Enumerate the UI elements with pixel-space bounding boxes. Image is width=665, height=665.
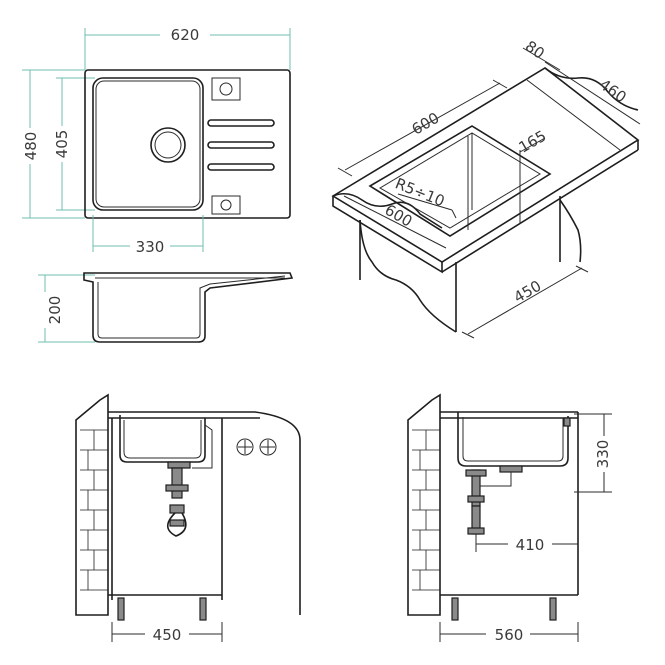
side-view: 200 xyxy=(36,272,294,343)
top-view: 620 480 405 330 xyxy=(14,22,291,256)
cabinet-isometric: 600 80 460 165 R5÷10 600 450 xyxy=(331,37,641,339)
dim-330-label: 330 xyxy=(136,238,165,256)
sink-outline xyxy=(84,69,291,219)
dim-620-label: 620 xyxy=(171,26,200,44)
dim-600-top-label: 600 xyxy=(409,109,443,139)
drain-icon xyxy=(150,127,186,163)
bowl-outline xyxy=(92,77,204,211)
dim-460-label: 460 xyxy=(596,75,630,106)
dim-450-front-label: 450 xyxy=(153,626,182,644)
dim-405-label: 405 xyxy=(53,130,71,159)
dim-200-label: 200 xyxy=(46,296,64,325)
dim-410-label: 410 xyxy=(516,536,545,554)
dim-330-side-label: 330 xyxy=(594,440,612,469)
front-install-view: 450 xyxy=(75,393,301,644)
sink-profile xyxy=(83,272,294,343)
dim-560-label: 560 xyxy=(495,626,524,644)
dim-450-iso-label: 450 xyxy=(511,277,545,307)
dim-480-label: 480 xyxy=(22,132,40,161)
side-install-view: 330 410 560 xyxy=(407,393,616,644)
dim-80-label: 80 xyxy=(522,37,548,63)
